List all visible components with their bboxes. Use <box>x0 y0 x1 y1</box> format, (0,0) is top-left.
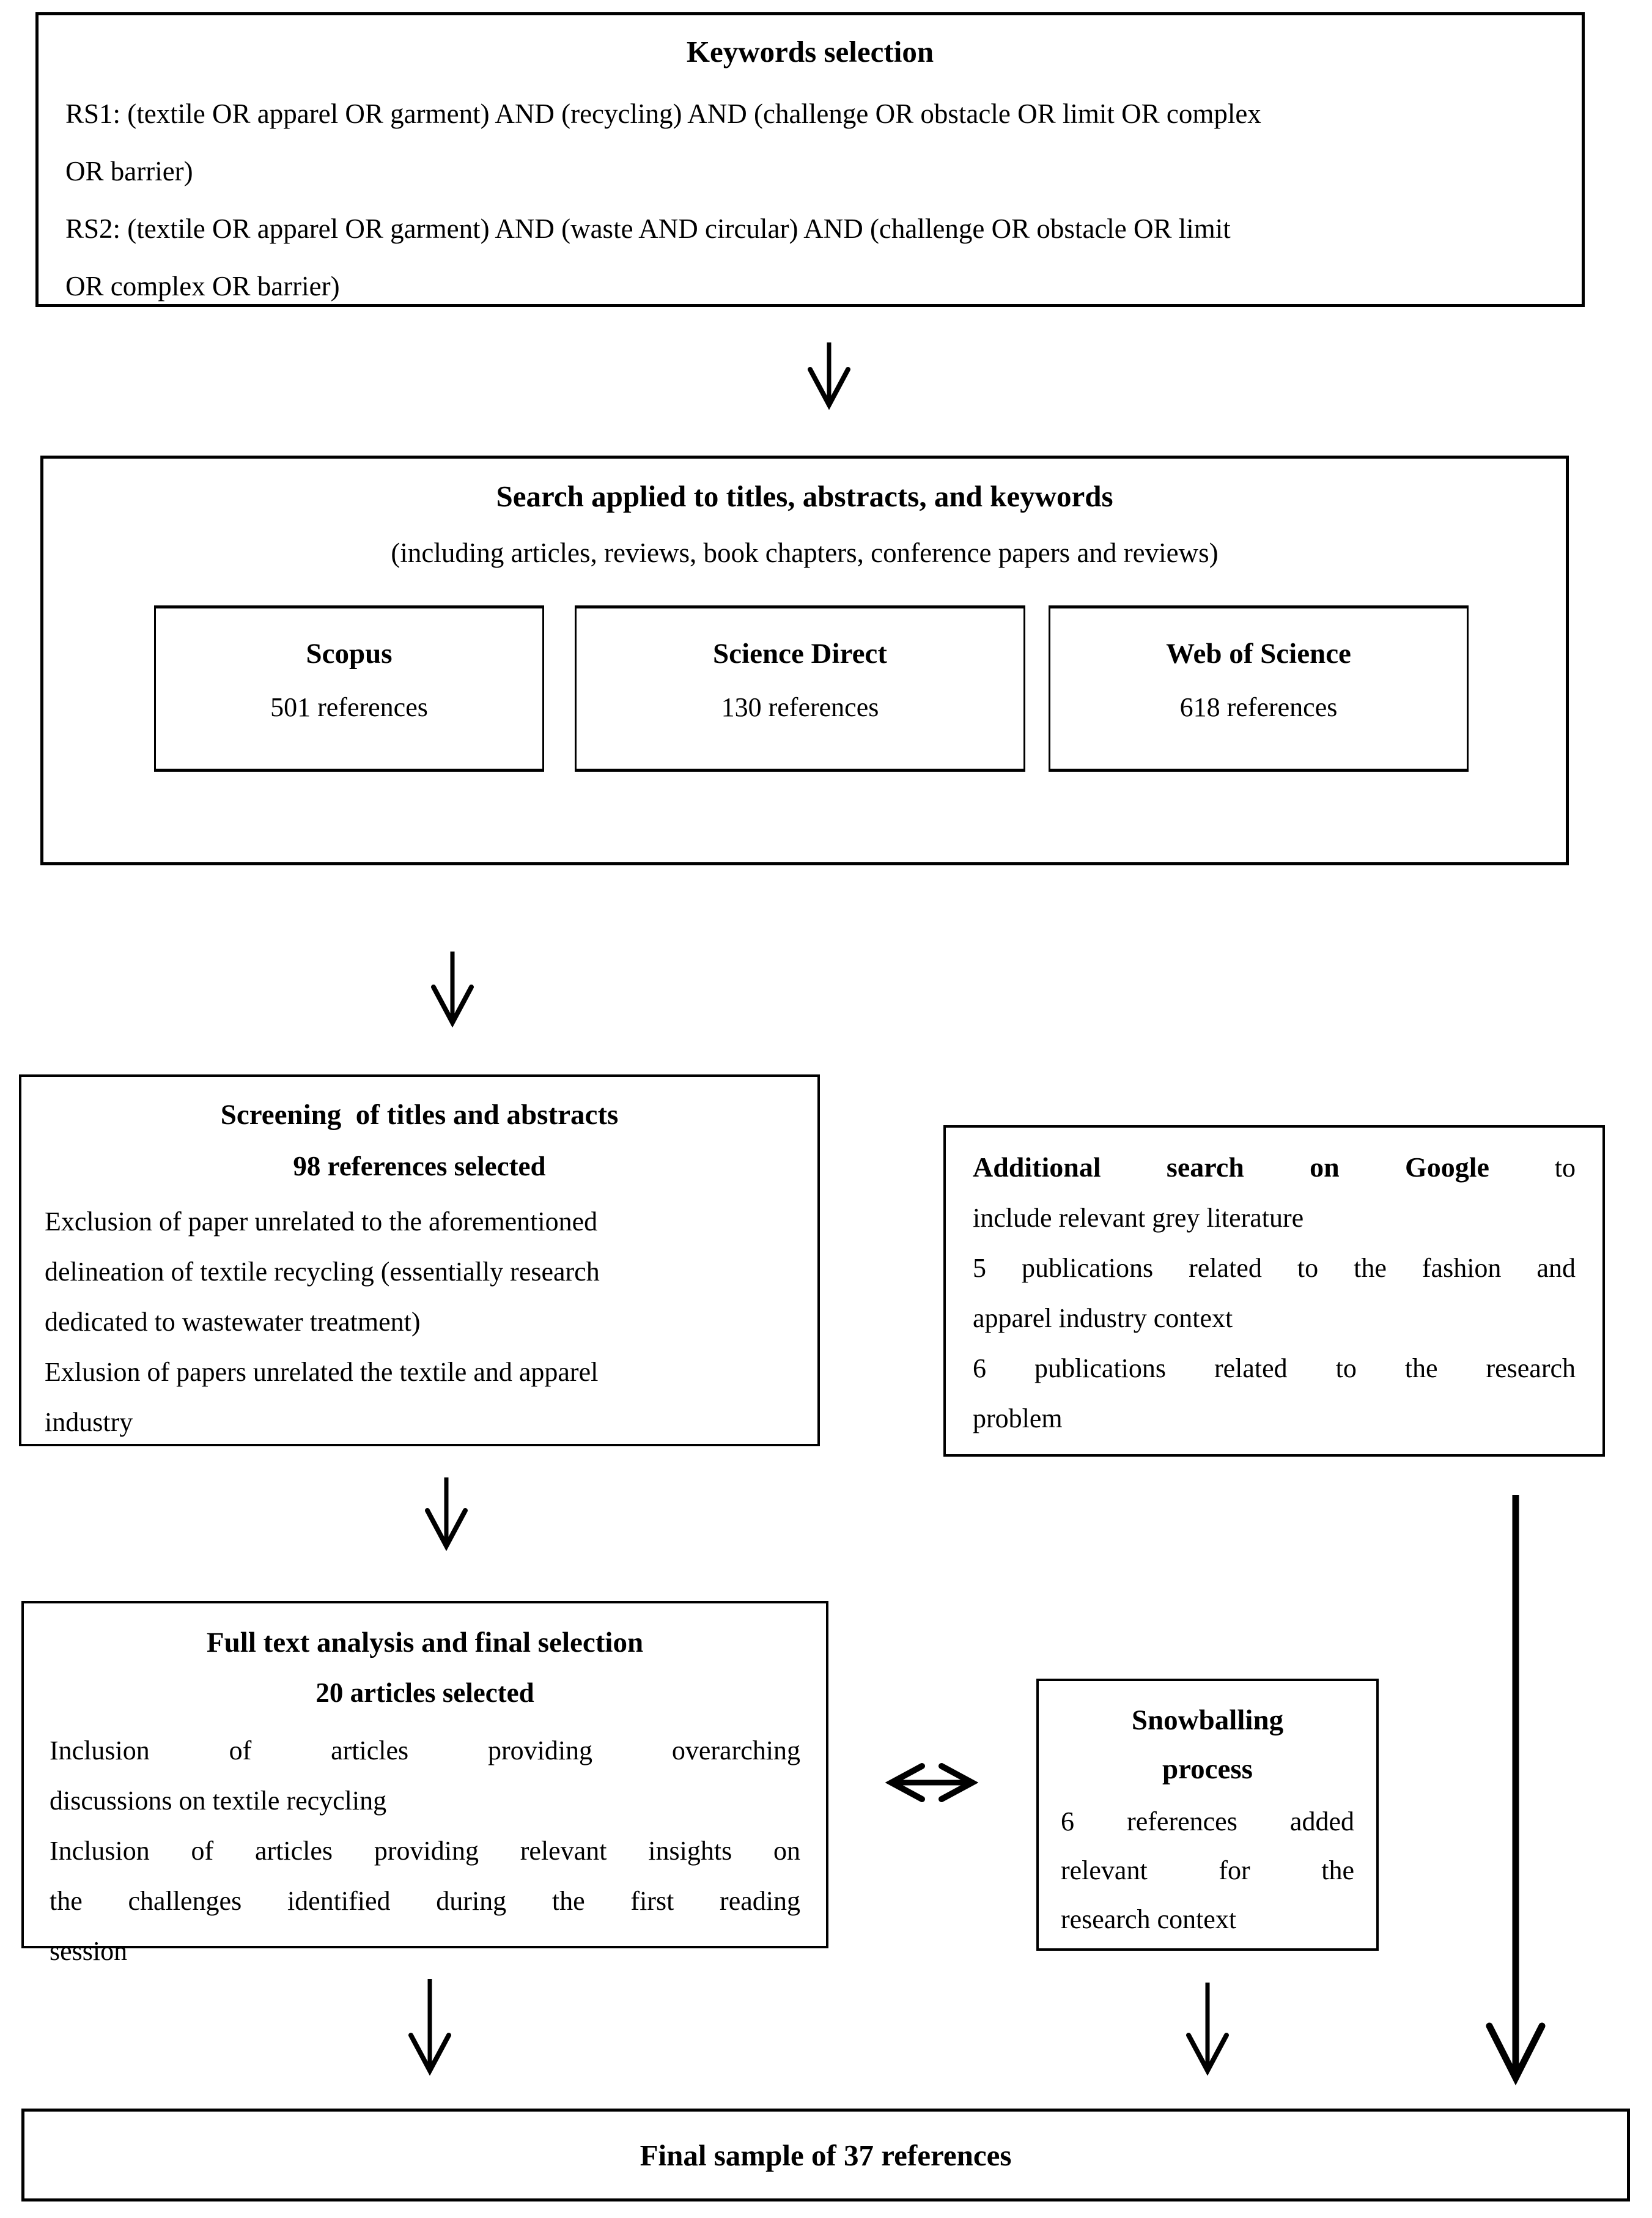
fulltext-subtitle: 20 articles selected <box>315 1677 534 1708</box>
search-subtitle: (including articles, reviews, book chapt… <box>391 538 1219 568</box>
additional-line: 5 publications related to the fashion an… <box>973 1253 1576 1283</box>
screening-line: Exlusion of papers unrelated the textile… <box>45 1357 599 1387</box>
arrow-down-icon <box>431 952 474 1027</box>
additional-google-search-box: Additional search on Google to include r… <box>943 1125 1605 1457</box>
fulltext-analysis-box: Full text analysis and final selection 2… <box>21 1601 828 1966</box>
snowballing-box: Snowballing process 6 references added r… <box>1036 1679 1379 1951</box>
scopus-box: Scopus 501 references <box>154 605 544 772</box>
snowballing-line: research context <box>1061 1904 1237 1934</box>
keywords-selection-box: Keywords selection RS1: (textile OR appa… <box>35 12 1585 307</box>
snowballing-body: 6 references added relevant for the rese… <box>1061 1797 1354 1944</box>
additional-title-line: Additional search on Google to <box>973 1142 1576 1193</box>
rs2-line-1: RS2: (textile OR apparel OR garment) AND… <box>65 213 1231 244</box>
fulltext-line: discussions on textile recycling <box>50 1786 387 1816</box>
final-sample-box: Final sample of 37 references <box>21 2109 1630 2201</box>
additional-line: problem <box>973 1403 1063 1433</box>
source-count: 501 references <box>270 692 428 722</box>
rs1-line-1: RS1: (textile OR apparel OR garment) AND… <box>65 98 1261 129</box>
fulltext-line: the challenges identified during the fir… <box>50 1886 800 1916</box>
long-arrow-down-icon <box>1486 1495 1546 2085</box>
screening-line: dedicated to wastewater treatment) <box>45 1307 421 1337</box>
screening-line: industry <box>45 1407 133 1437</box>
screening-box: Screening of titles and abstracts 98 ref… <box>19 1074 820 1446</box>
additional-title-bold: Additional search on Google <box>973 1152 1489 1183</box>
snowballing-line: relevant for the <box>1061 1855 1354 1885</box>
arrow-down-icon <box>1186 1983 1229 2076</box>
screening-body: Exclusion of paper unrelated to the afor… <box>45 1197 794 1447</box>
additional-line: include relevant grey literature <box>973 1203 1304 1233</box>
screening-subtitle: 98 references selected <box>293 1151 546 1181</box>
snowballing-line: 6 references added <box>1061 1806 1354 1836</box>
arrow-down-icon <box>408 1979 451 2076</box>
arrow-down-2 <box>428 952 477 1027</box>
arrow-down-3 <box>422 1477 471 1551</box>
rs1-line-2: OR barrier) <box>65 156 193 187</box>
source-name: Science Direct <box>713 638 887 670</box>
keywords-body: RS1: (textile OR apparel OR garment) AND… <box>65 85 1555 315</box>
fulltext-body: Inclusion of articles providing overarch… <box>50 1726 800 1976</box>
screening-title: Screening of titles and abstracts <box>220 1099 619 1131</box>
source-count: 618 references <box>1179 692 1338 722</box>
web-of-science-box: Web of Science 618 references <box>1049 605 1469 772</box>
keywords-title: Keywords selection <box>686 35 934 68</box>
source-name: Web of Science <box>1166 638 1351 670</box>
long-arrow-down <box>1485 1495 1546 2085</box>
additional-line: 6 publications related to the research <box>973 1353 1576 1383</box>
fulltext-line-overflow: session <box>50 1936 128 1966</box>
arrow-down-1 <box>805 342 854 410</box>
additional-title-tail: to <box>1554 1153 1576 1183</box>
fulltext-title: Full text analysis and final selection <box>206 1627 644 1658</box>
search-title: Search applied to titles, abstracts, and… <box>496 479 1113 513</box>
screening-line: Exclusion of paper unrelated to the afor… <box>45 1207 598 1237</box>
screening-line: delineation of textile recycling (essent… <box>45 1257 600 1287</box>
rs2-line-2: OR complex OR barrier) <box>65 271 340 301</box>
search-applied-box: Search applied to titles, abstracts, and… <box>40 456 1569 865</box>
source-count: 130 references <box>721 692 879 722</box>
fulltext-line: Inclusion of articles providing relevant… <box>50 1836 800 1866</box>
arrow-down-icon <box>808 342 850 410</box>
arrow-down-icon <box>425 1477 468 1551</box>
science-direct-box: Science Direct 130 references <box>575 605 1025 772</box>
snowballing-title-line: process <box>1162 1753 1253 1785</box>
source-name: Scopus <box>306 638 393 670</box>
fulltext-line: Inclusion of articles providing overarch… <box>50 1736 800 1765</box>
additional-line: apparel industry context <box>973 1303 1233 1333</box>
snowballing-title-line: Snowballing <box>1131 1704 1284 1736</box>
double-arrow <box>885 1762 978 1803</box>
arrow-down-5 <box>1183 1983 1232 2076</box>
final-label: Final sample of 37 references <box>640 2138 1012 2172</box>
arrow-down-4 <box>405 1979 454 2076</box>
double-arrow-icon <box>885 1763 978 1802</box>
